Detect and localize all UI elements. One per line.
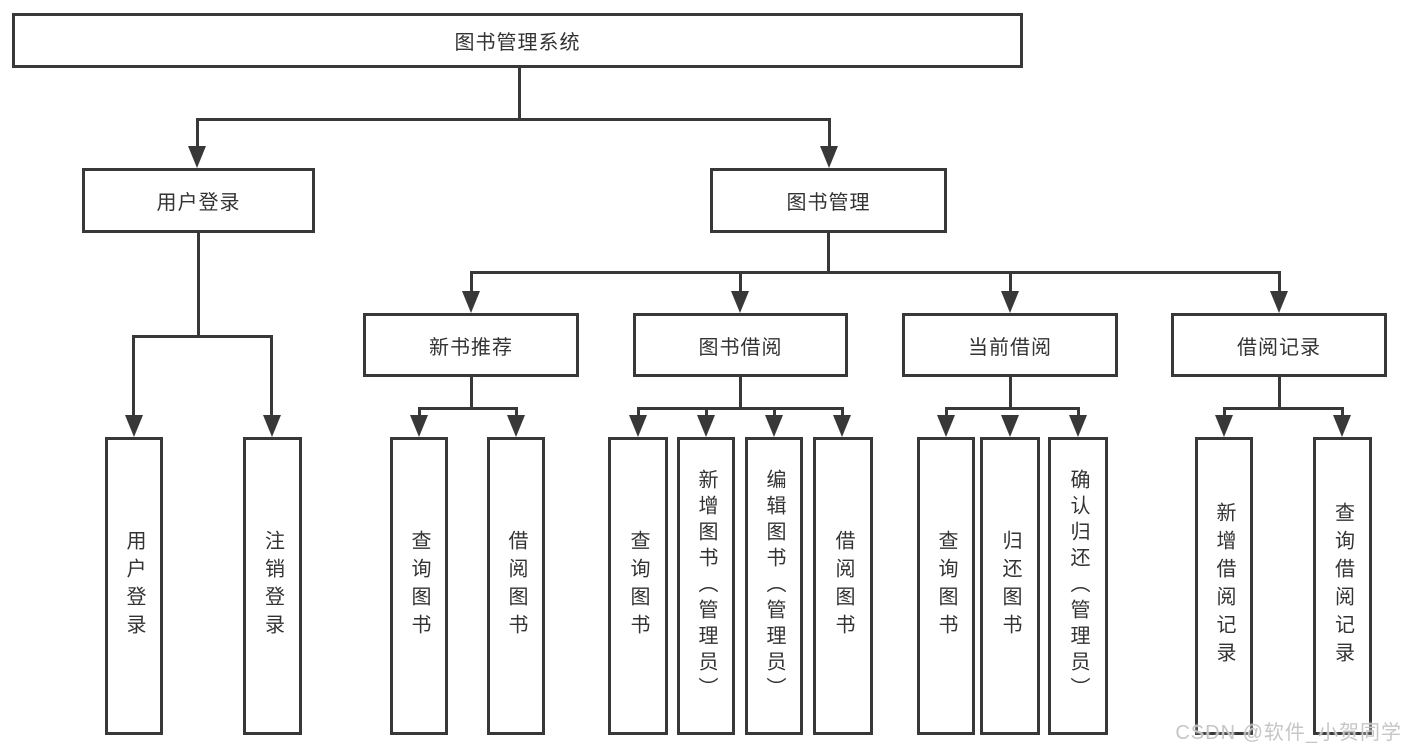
leaf-add-books-admin: 新增图书（管理员）: [677, 437, 735, 735]
leaf-borrow-books-recommend: 借阅图书: [487, 437, 545, 735]
arrow-down-icon: [410, 415, 428, 437]
node-label: 查询借阅记录: [1331, 502, 1354, 670]
arrow-down-icon: [937, 415, 955, 437]
arrow-down-icon: [820, 146, 838, 168]
connector-line: [637, 407, 844, 410]
node-book-management: 图书管理: [710, 168, 947, 233]
connector-line: [1278, 271, 1281, 295]
arrow-down-icon: [188, 146, 206, 168]
node-label: 借阅记录: [1237, 336, 1321, 359]
leaf-query-books-current: 查询图书: [917, 437, 975, 735]
connector-line: [739, 377, 742, 409]
node-label: 用户登录: [156, 192, 241, 214]
node-label: 用户登录: [123, 530, 145, 642]
node-label: 归还图书: [999, 530, 1021, 642]
leaf-user-login: 用户登录: [105, 437, 163, 735]
connector-line: [196, 118, 199, 150]
connector-line: [418, 407, 421, 421]
arrow-down-icon: [731, 291, 749, 313]
arrow-down-icon: [697, 415, 715, 437]
connector-line: [773, 407, 776, 421]
connector-line: [470, 271, 1280, 274]
connector-line: [1223, 407, 1343, 410]
leaf-query-books-recommend: 查询图书: [390, 437, 448, 735]
node-user-login: 用户登录: [82, 168, 315, 233]
connector-line: [197, 233, 200, 335]
arrow-down-icon: [765, 415, 783, 437]
arrow-down-icon: [1001, 415, 1019, 437]
arrow-down-icon: [833, 415, 851, 437]
node-label: 图书管理: [786, 192, 871, 214]
arrow-down-icon: [125, 415, 143, 437]
connector-line: [1278, 377, 1281, 409]
arrow-down-icon: [1215, 415, 1233, 437]
node-current-borrowing: 当前借阅: [902, 313, 1118, 377]
watermark: CSDN @软件_小贺同学: [1175, 722, 1402, 744]
node-label: 编辑图书（管理员）: [763, 469, 785, 703]
leaf-query-borrow-record: 查询借阅记录: [1313, 437, 1372, 735]
node-label: 新增图书（管理员）: [695, 469, 717, 703]
connector-line: [518, 68, 521, 120]
node-new-book-recommendation: 新书推荐: [363, 313, 579, 377]
connector-line: [470, 271, 473, 295]
connector-line: [828, 118, 831, 150]
node-label: 当前借阅: [968, 336, 1052, 359]
arrow-down-icon: [1333, 415, 1351, 437]
node-library-management-system: 图书管理系统: [12, 13, 1023, 68]
arrow-down-icon: [1001, 291, 1019, 313]
arrow-down-icon: [507, 415, 525, 437]
node-label: 查询图书: [627, 530, 649, 642]
leaf-return-books: 归还图书: [980, 437, 1040, 735]
node-label: 注销登录: [261, 530, 284, 642]
connector-line: [841, 407, 844, 421]
connector-line: [637, 407, 640, 421]
node-borrowing-records: 借阅记录: [1171, 313, 1387, 377]
connector-line: [1009, 377, 1012, 409]
connector-line: [515, 407, 518, 421]
node-label: 借阅图书: [505, 530, 527, 642]
node-label: 图书管理系统: [454, 32, 581, 54]
connector-line: [827, 233, 830, 273]
connector-line: [132, 335, 135, 421]
node-label: 查询图书: [408, 530, 430, 642]
leaf-query-books-borrowing: 查询图书: [608, 437, 668, 735]
connector-line: [196, 118, 831, 121]
connector-line: [1009, 271, 1012, 295]
connector-line: [1223, 407, 1226, 421]
node-label: 图书借阅: [698, 336, 783, 359]
leaf-confirm-return-admin: 确认归还（管理员）: [1048, 437, 1108, 735]
connector-line: [132, 335, 273, 338]
node-label: 查询图书: [935, 530, 957, 642]
leaf-logout: 注销登录: [243, 437, 302, 735]
connector-line: [418, 407, 518, 410]
arrow-down-icon: [629, 415, 647, 437]
node-label: 借阅图书: [832, 530, 854, 642]
node-book-borrowing: 图书借阅: [633, 313, 848, 377]
arrow-down-icon: [263, 415, 281, 437]
connector-line: [739, 271, 742, 295]
connector-line: [470, 377, 473, 409]
connector-line: [705, 407, 708, 421]
connector-line: [1077, 407, 1080, 421]
leaf-borrow-books-borrowing: 借阅图书: [813, 437, 873, 735]
node-label: 确认归还（管理员）: [1067, 469, 1089, 703]
connector-line: [945, 407, 948, 421]
node-label: 新增借阅记录: [1213, 502, 1235, 670]
connector-line: [1341, 407, 1344, 421]
arrow-down-icon: [462, 291, 480, 313]
leaf-edit-books-admin: 编辑图书（管理员）: [745, 437, 803, 735]
connector-line: [945, 407, 1079, 410]
arrow-down-icon: [1069, 415, 1087, 437]
arrow-down-icon: [1270, 291, 1288, 313]
node-label: 新书推荐: [429, 336, 513, 359]
leaf-add-borrow-record: 新增借阅记录: [1195, 437, 1253, 735]
connector-line: [270, 335, 273, 421]
